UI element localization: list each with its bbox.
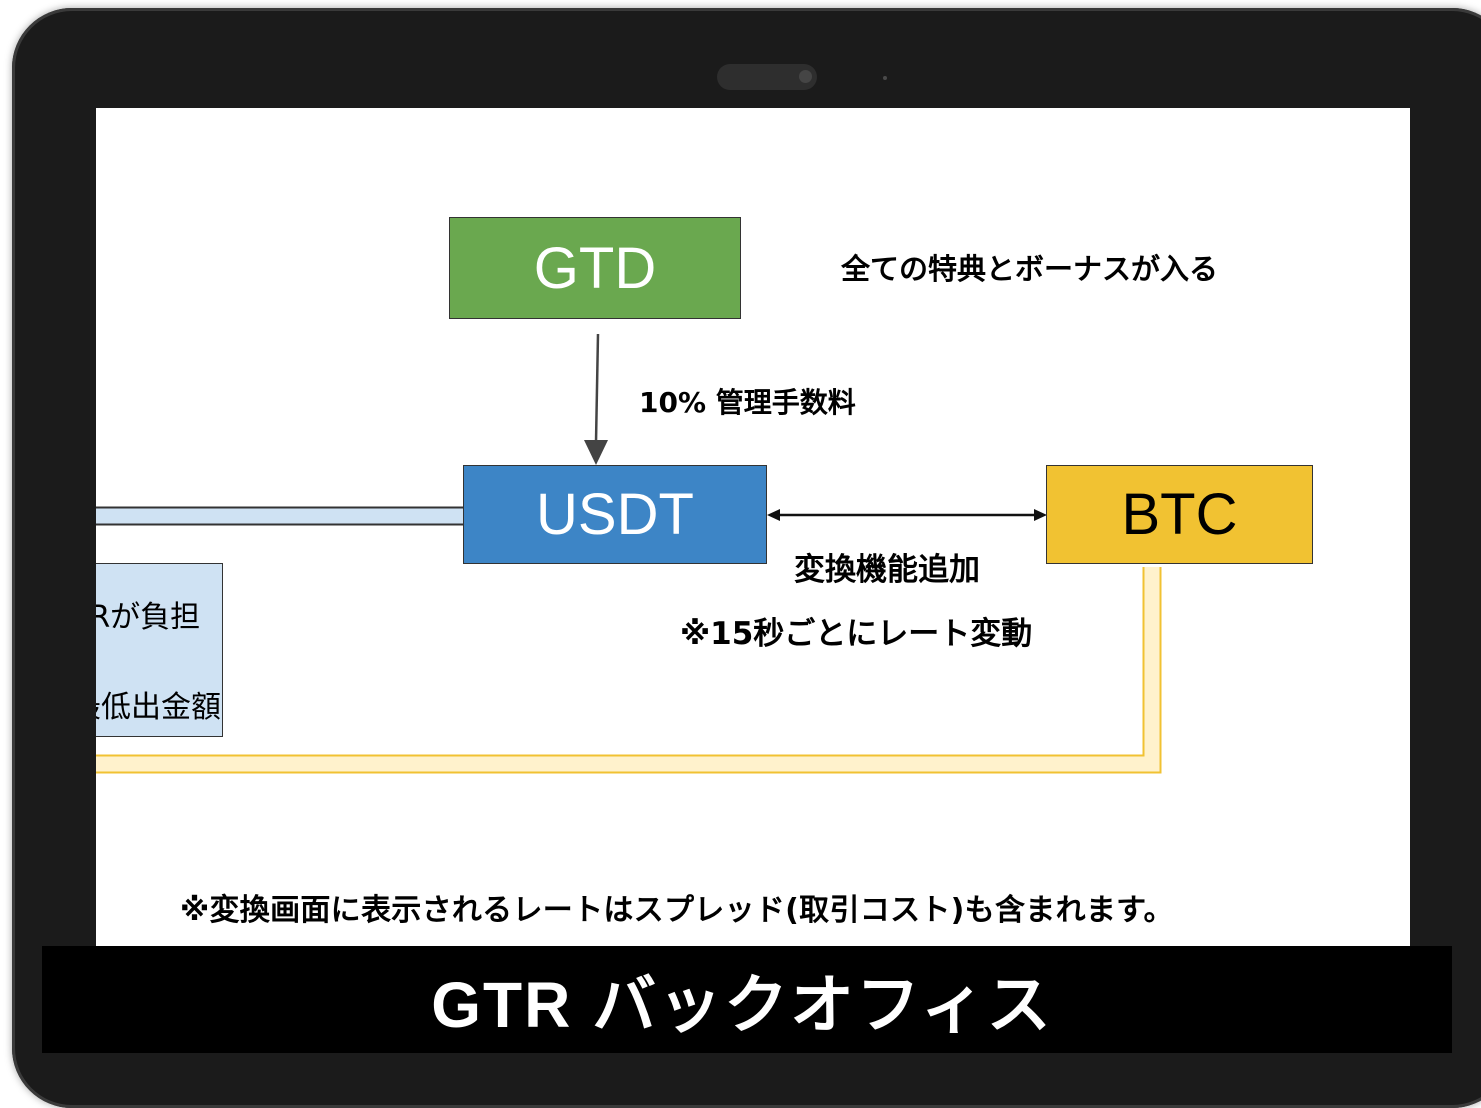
footer-title: GTR バックオフィス bbox=[431, 968, 1053, 1041]
usdt-btc-exchange-arrow bbox=[767, 509, 1047, 521]
node-usdt: USDT bbox=[463, 465, 767, 564]
node-usdt-label: USDT bbox=[536, 482, 694, 547]
slide-screen: GTD USDT BTC 全ての特典とボーナスが入る 10% 管理手数料 変換機… bbox=[96, 108, 1410, 968]
node-gtd: GTD bbox=[449, 217, 741, 319]
fee-label: 10% 管理手数料 bbox=[639, 386, 856, 419]
bonus-label: 全ての特典とボーナスが入る bbox=[841, 252, 1219, 286]
node-gtd-label: GTD bbox=[533, 235, 657, 301]
side-box-line-1: TRが負担 bbox=[96, 600, 201, 635]
rate-change-label: ※15秒ごとにレート変動 bbox=[680, 616, 1033, 652]
node-btc: BTC bbox=[1046, 465, 1313, 564]
diagram-connectors bbox=[96, 333, 1162, 774]
side-box-line-2: 最低出金額 bbox=[96, 690, 221, 725]
btc-payout-connector bbox=[96, 567, 1162, 774]
sensor-dot bbox=[883, 76, 887, 80]
footer-bar: GTR バックオフィス bbox=[42, 946, 1452, 1053]
convert-label: 変換機能追加 bbox=[794, 552, 980, 588]
side-info-box: TRが負担 最低出金額 bbox=[96, 563, 223, 737]
spread-note: ※変換画面に表示されるレートはスプレッド(取引コスト)も含まれます。 bbox=[180, 893, 1174, 928]
node-btc-label: BTC bbox=[1121, 482, 1238, 547]
camera-lens-icon bbox=[799, 70, 812, 83]
camera-icon bbox=[717, 64, 817, 90]
gtd-to-usdt-arrow bbox=[584, 333, 608, 465]
